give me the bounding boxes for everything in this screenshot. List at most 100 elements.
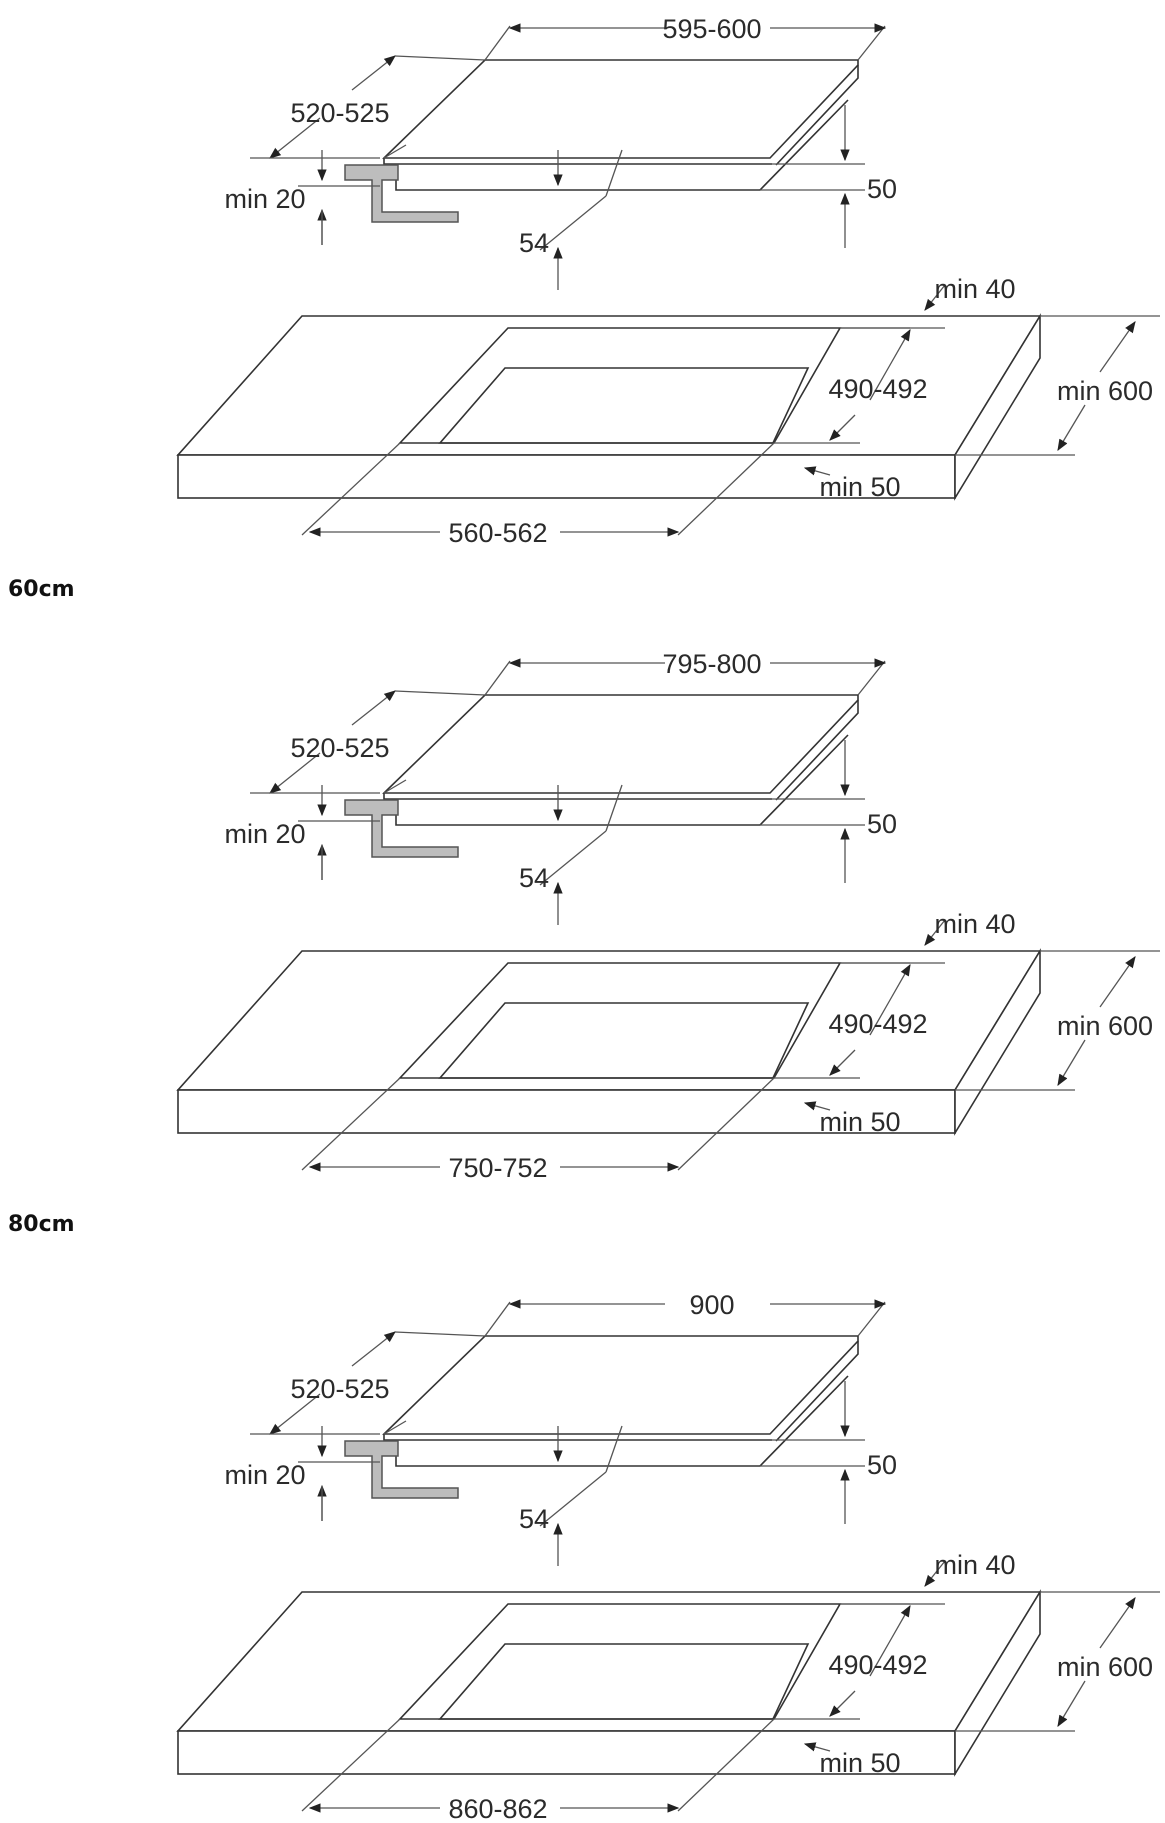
depth-dim-lower bbox=[269, 1393, 321, 1435]
hob-front-edge bbox=[383, 793, 772, 800]
cutout-depth-arrow-top bbox=[869, 963, 911, 1036]
cutout-height-diagonal-top bbox=[605, 784, 623, 832]
width-extension-right bbox=[857, 1301, 886, 1337]
cutout-width-extension-right bbox=[677, 442, 775, 536]
back-clearance-label: min 40 bbox=[934, 1550, 1015, 1580]
depth-extension bbox=[383, 779, 407, 794]
worktop-front-face bbox=[177, 454, 956, 499]
hob-width-label: 900 bbox=[689, 1290, 734, 1320]
worktop-depth-arrow-top bbox=[1099, 321, 1136, 373]
cutout-height-diagonal bbox=[539, 830, 607, 886]
front-clearance-arrow bbox=[803, 1101, 831, 1111]
depth-dim-upper bbox=[351, 1331, 396, 1367]
hob-right-edge bbox=[775, 65, 859, 166]
worktop-front-face bbox=[177, 1089, 956, 1134]
cutout-depth-label: 490-492 bbox=[828, 1650, 927, 1680]
fixing-bracket bbox=[344, 1440, 459, 1499]
hob-thickness-label: 50 bbox=[867, 174, 897, 204]
width-extension-left bbox=[484, 25, 511, 61]
worktop-depth-arrow-bottom bbox=[1057, 1039, 1086, 1087]
back-clearance-arrow bbox=[924, 1560, 946, 1587]
cutout-width-extension-right bbox=[677, 1718, 775, 1812]
cutout-height-diagonal-top bbox=[605, 149, 623, 197]
cutout-width-label: 750-752 bbox=[448, 1153, 547, 1183]
cutout-width-extension-left bbox=[301, 1718, 401, 1812]
cutout-width-label: 560-562 bbox=[448, 518, 547, 548]
depth-dim-upper bbox=[351, 55, 396, 91]
clearance-under-label: min 20 bbox=[224, 1460, 305, 1490]
section-caption: 80cm bbox=[8, 1212, 75, 1237]
hob-thickness-label: 50 bbox=[867, 809, 897, 839]
section-2: 795-800 520-525 min 20 54 50 min 40 490-492 min… bbox=[8, 649, 1160, 1237]
cutout-height-diagonal-top bbox=[605, 1425, 623, 1473]
worktop-front-face bbox=[177, 1730, 956, 1775]
cutout-depth-label: 490-492 bbox=[828, 374, 927, 404]
worktop-depth-arrow-bottom bbox=[1057, 1680, 1086, 1728]
worktop-depth-label: min 600 bbox=[1057, 1011, 1153, 1041]
cutout-depth-arrow-top bbox=[869, 328, 911, 401]
cutout-width-extension-right bbox=[677, 1077, 775, 1171]
depth-extension-top bbox=[394, 55, 486, 61]
front-clearance-label: min 50 bbox=[819, 1107, 900, 1137]
front-clearance-label: min 50 bbox=[819, 1748, 900, 1778]
hob-depth-label: 520-525 bbox=[290, 98, 389, 128]
cutout-height-diagonal bbox=[539, 195, 607, 251]
clearance-under-label: min 20 bbox=[224, 819, 305, 849]
worktop-depth-label: min 600 bbox=[1057, 1652, 1153, 1682]
cutout-width-extension-left bbox=[301, 442, 401, 536]
clearance-under-label: min 20 bbox=[224, 184, 305, 214]
depth-dim-lower bbox=[269, 117, 321, 159]
back-clearance-label: min 40 bbox=[934, 909, 1015, 939]
cutout-height-label: 54 bbox=[519, 863, 549, 893]
cutout-depth-arrow-bottom bbox=[829, 1049, 856, 1076]
back-clearance-arrow bbox=[924, 919, 946, 946]
fixing-bracket bbox=[344, 799, 459, 858]
width-extension-left bbox=[484, 660, 511, 696]
hob-front-edge bbox=[383, 158, 772, 165]
width-extension-right bbox=[857, 660, 886, 696]
depth-extension bbox=[383, 1420, 407, 1435]
width-extension-right bbox=[857, 25, 886, 61]
back-clearance-label: min 40 bbox=[934, 274, 1015, 304]
hob-depth-label: 520-525 bbox=[290, 733, 389, 763]
worktop-depth-arrow-top bbox=[1099, 956, 1136, 1008]
cutout-inner bbox=[438, 1643, 810, 1720]
cutout-height-diagonal bbox=[539, 1471, 607, 1527]
hob-front-edge bbox=[383, 1434, 772, 1441]
cutout-depth-label: 490-492 bbox=[828, 1009, 927, 1039]
hob-depth-label: 520-525 bbox=[290, 1374, 389, 1404]
diagram-sections: 595-600 520-525 min 20 54 50 min 40 490-492 min… bbox=[8, 14, 1160, 1823]
hob-top-face bbox=[382, 59, 859, 159]
front-clearance-arrow bbox=[803, 466, 831, 476]
back-clearance-arrow bbox=[924, 284, 946, 311]
fixing-bracket bbox=[344, 164, 459, 223]
front-clearance-arrow bbox=[803, 1742, 831, 1752]
worktop-side-face bbox=[954, 1589, 1041, 1777]
worktop-depth-arrow-bottom bbox=[1057, 404, 1086, 452]
depth-dim-lower bbox=[269, 752, 321, 794]
depth-dim-upper bbox=[351, 690, 396, 726]
hob-right-edge bbox=[775, 700, 859, 801]
depth-extension-top bbox=[394, 1331, 486, 1337]
section-caption: 60cm bbox=[8, 577, 75, 602]
hob-right-edge bbox=[775, 1341, 859, 1442]
depth-extension bbox=[383, 144, 407, 159]
worktop-depth-label: min 600 bbox=[1057, 376, 1153, 406]
hob-top-face bbox=[382, 694, 859, 794]
cutout-inner bbox=[438, 1002, 810, 1079]
hob-thickness-label: 50 bbox=[867, 1450, 897, 1480]
hob-width-label: 595-600 bbox=[662, 14, 761, 44]
hob-width-label: 795-800 bbox=[662, 649, 761, 679]
cutout-depth-arrow-bottom bbox=[829, 1690, 856, 1717]
worktop-depth-arrow-top bbox=[1099, 1597, 1136, 1649]
cutout-depth-arrow-top bbox=[869, 1604, 911, 1677]
cutout-depth-arrow-bottom bbox=[829, 414, 856, 441]
worktop-side-face bbox=[954, 948, 1041, 1136]
cutout-height-label: 54 bbox=[519, 228, 549, 258]
cutout-width-extension-left bbox=[301, 1077, 401, 1171]
section-1: 595-600 520-525 min 20 54 50 min 40 490-492 min… bbox=[8, 14, 1160, 602]
width-extension-left bbox=[484, 1301, 511, 1337]
worktop-side-face bbox=[954, 313, 1041, 501]
